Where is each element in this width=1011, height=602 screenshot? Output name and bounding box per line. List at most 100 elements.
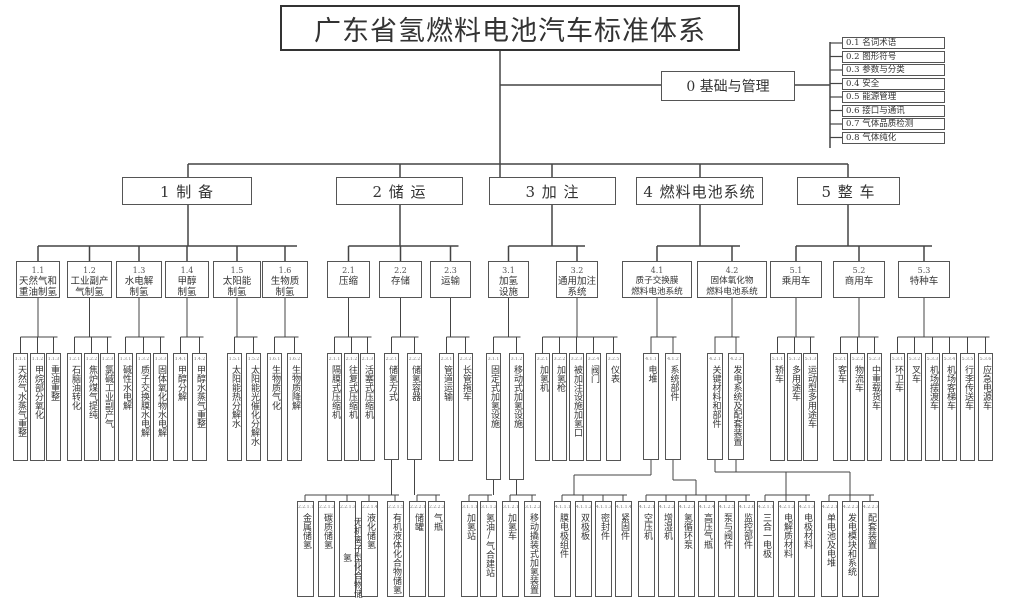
leaf-code: 5.2.2 — [851, 357, 864, 362]
subcategory-label: 存储 — [390, 276, 410, 287]
deep-leaf-code: 4.1.2.6 — [739, 505, 754, 510]
leaf-code: 1.1.1 — [14, 357, 27, 362]
management-item: 0.4 安全 — [842, 77, 945, 90]
subcategory-code: 3.2 — [570, 266, 584, 275]
leaf-code: 3.2.5 — [607, 357, 620, 362]
management-item-label: 0.1 名词术语 — [846, 38, 897, 48]
deep-leaf-node: 2.2.2.1 储罐 — [409, 501, 426, 597]
leaf-label: 固定式加氢设施 — [489, 365, 499, 428]
deep-leaf-label: 膜电极组件 — [558, 513, 568, 558]
leaf-label: 天然气水蒸气重整 — [16, 365, 26, 437]
management-item-label: 0.2 图形符号 — [846, 51, 897, 62]
deep-leaf-code: 2.2.1.1 — [298, 505, 313, 510]
deep-leaf-node: 4.2.1.1 三合一电极 — [757, 501, 774, 597]
management-item-label: 0.6 接口与通讯 — [846, 105, 905, 116]
leaf-code: 1.5.2 — [247, 357, 260, 362]
leaf-label: 碱性水电解 — [121, 365, 131, 410]
subcategory-label: 工业副产 气制氢 — [70, 276, 109, 298]
diagram-title: 广东省氢燃料电池汽车标准体系 — [280, 5, 740, 51]
leaf-label: 物流车 — [853, 365, 863, 392]
subcategory-code: 1.2 — [83, 266, 96, 275]
leaf-label: 管道运输 — [442, 365, 452, 401]
leaf-label: 机场摆渡车 — [928, 365, 938, 410]
deep-leaf-label: 液化储氢 — [365, 513, 375, 549]
deep-leaf-code: 4.2.2.1 — [822, 505, 837, 510]
subcategory-label: 加氢 设施 — [498, 276, 518, 298]
deep-leaf-code: 3.1.2.1 — [503, 505, 518, 510]
leaf-label: 固体氧化物水电解 — [156, 365, 166, 437]
deep-leaf-code: 4.2.1.1 — [758, 505, 773, 510]
category-node: 3 加 注 — [489, 177, 616, 205]
leaf-code: 3.2.3 — [570, 357, 583, 362]
leaf-code: 1.4.2 — [193, 357, 206, 362]
leaf-code: 1.6.2 — [288, 357, 301, 362]
leaf-code: 1.1.2 — [31, 357, 44, 362]
deep-leaf-label: 碳质储氢 — [322, 513, 332, 549]
deep-leaf-label: 金属储氢 — [301, 513, 311, 549]
deep-leaf-label: 无机离子型化合物储氢 — [341, 517, 362, 598]
subcategory-code: 1.4 — [180, 266, 194, 275]
leaf-label: 活塞式压缩机 — [363, 365, 373, 419]
deep-leaf-label: 双极板 — [579, 513, 589, 540]
deep-leaf-code: 2.2.2.1 — [410, 505, 425, 510]
leaf-label: 仪表 — [609, 365, 619, 383]
deep-leaf-label: 氢循环泵 — [682, 513, 692, 549]
deep-leaf-label: 储罐 — [413, 513, 423, 531]
deep-leaf-label: 电解质材料 — [782, 513, 792, 558]
deep-leaf-label: 加氢车 — [506, 513, 516, 540]
leaf-label: 储氢容器 — [410, 365, 420, 401]
subcategory-code: 1.5 — [230, 266, 244, 275]
category-label: 4 燃料电池系统 — [643, 182, 756, 201]
deep-leaf-code: 2.2.2.2 — [429, 505, 444, 510]
leaf-node: 1.1.1 天然气水蒸气重整 — [13, 353, 28, 461]
leaf-node: 5.2.2 物流车 — [850, 353, 865, 461]
deep-leaf-label: 三合一电极 — [761, 513, 771, 558]
deep-leaf-label: 加氢站 — [465, 513, 475, 540]
deep-leaf-label: 增湿机 — [662, 513, 672, 540]
management-node: 0 基础与管理 — [661, 71, 795, 101]
subcategory-code: 2.1 — [342, 266, 355, 275]
deep-leaf-code: 4.2.1.3 — [799, 505, 814, 510]
deep-leaf-label: 密封件 — [599, 513, 609, 540]
leaf-label: 应急电源车 — [981, 365, 991, 410]
subcategory-code: 2.2 — [394, 266, 407, 275]
leaf-code: 5.1.2 — [788, 357, 801, 362]
management-item: 0.1 名词术语 — [842, 37, 945, 49]
leaf-code: 4.1.1 — [645, 357, 657, 362]
management-item: 0.3 参数与分类 — [842, 64, 945, 76]
leaf-label: 石脑油转化 — [70, 365, 80, 410]
category-label: 5 整 车 — [821, 182, 876, 201]
leaf-node: 3.2.5 仪表 — [606, 353, 621, 461]
subcategory-label: 压缩 — [338, 276, 358, 287]
deep-leaf-label: 发电模块和系统 — [846, 513, 856, 576]
subcategory-code: 4.2 — [725, 266, 739, 275]
subcategory-label: 商用车 — [844, 276, 874, 287]
